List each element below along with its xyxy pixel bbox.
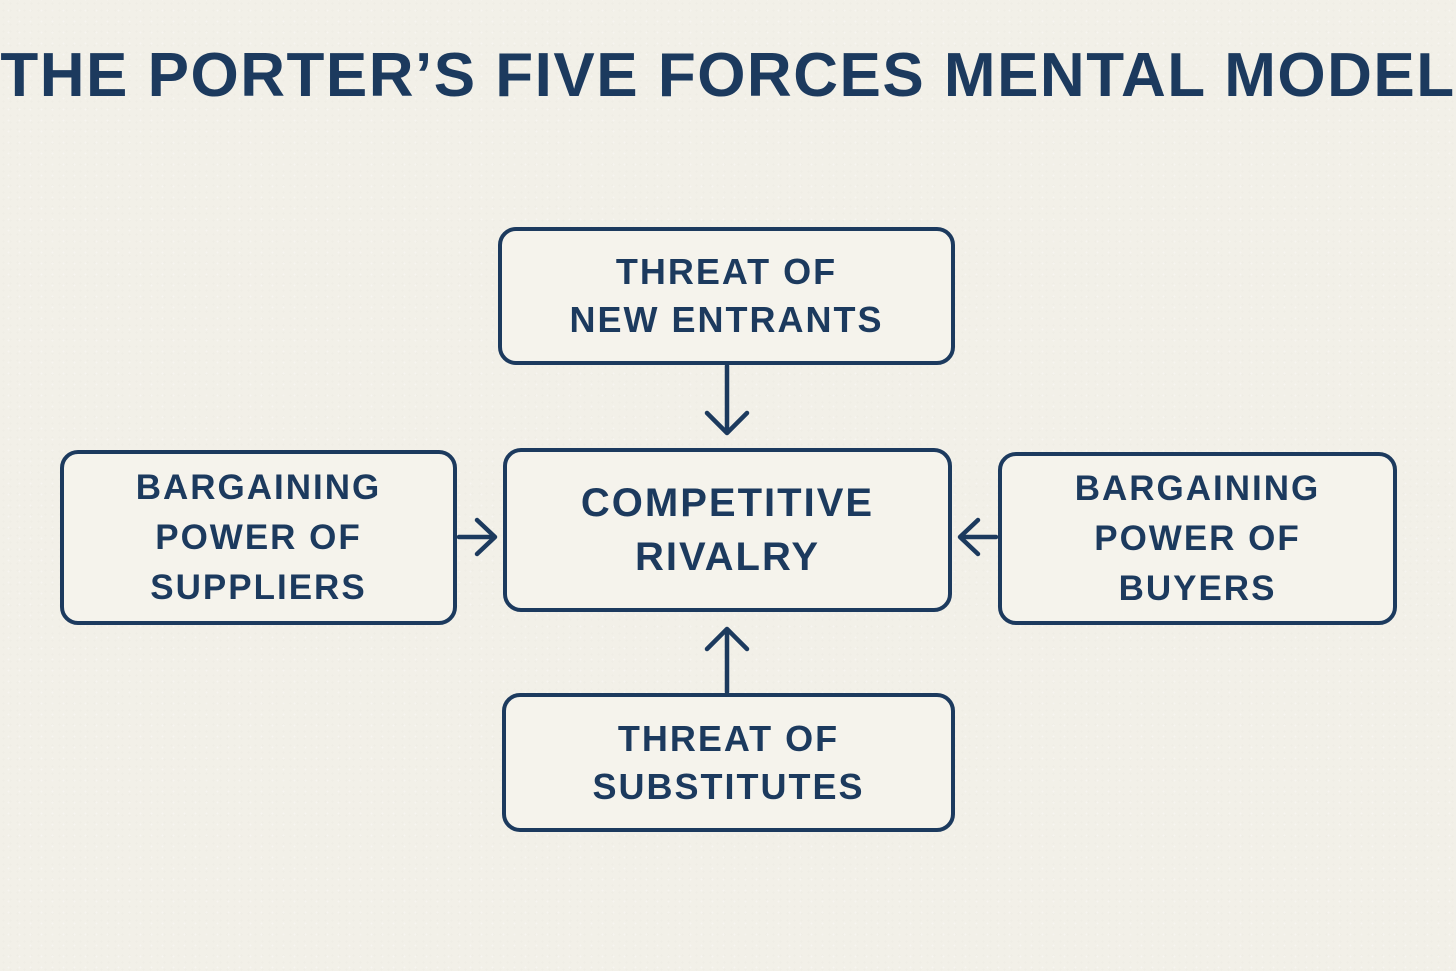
arrow-new-entrants-to-rivalry bbox=[704, 363, 750, 436]
box-label-line: SUBSTITUTES bbox=[592, 765, 865, 807]
box-label-line: RIVALRY bbox=[634, 535, 821, 579]
box-label-line: THREAT OF bbox=[615, 251, 838, 292]
box-bargaining-power-of-buyers: BARGAINING POWER OF BUYERS bbox=[998, 452, 1397, 625]
arrowhead-right-icon bbox=[474, 517, 498, 557]
box-label-line: POWER OF bbox=[1094, 518, 1301, 558]
arrowhead-left-icon bbox=[957, 517, 981, 557]
box-label-line: COMPETITIVE bbox=[580, 481, 875, 525]
arrow-suppliers-to-rivalry bbox=[456, 517, 498, 557]
box-label-line: NEW ENTRANTS bbox=[569, 299, 884, 340]
box-bargaining-power-of-suppliers: BARGAINING POWER OF SUPPLIERS bbox=[60, 450, 457, 625]
arrow-substitutes-to-rivalry bbox=[704, 626, 750, 695]
diagram-title: THE PORTER’S FIVE FORCES MENTAL MODEL bbox=[0, 38, 1456, 114]
box-label-line: SUPPLIERS bbox=[150, 567, 367, 607]
box-competitive-rivalry: COMPETITIVE RIVALRY bbox=[503, 448, 952, 612]
box-label-line: THREAT OF bbox=[617, 717, 840, 759]
box-label-line: BUYERS bbox=[1118, 568, 1277, 608]
arrowhead-down-icon bbox=[704, 410, 750, 436]
box-label-line: POWER OF bbox=[155, 517, 362, 557]
box-label-line: BARGAINING bbox=[1074, 468, 1321, 508]
box-label-line: BARGAINING bbox=[135, 467, 382, 507]
title-line-1: THE PORTER’S FIVE FORCES bbox=[0, 41, 926, 110]
arrowhead-up-icon bbox=[704, 626, 750, 652]
title-line-2: MENTAL MODEL bbox=[943, 41, 1456, 110]
arrow-buyers-to-rivalry bbox=[957, 517, 999, 557]
box-threat-of-new-entrants: THREAT OF NEW ENTRANTS bbox=[498, 227, 955, 365]
box-threat-of-substitutes: THREAT OF SUBSTITUTES bbox=[502, 693, 955, 832]
